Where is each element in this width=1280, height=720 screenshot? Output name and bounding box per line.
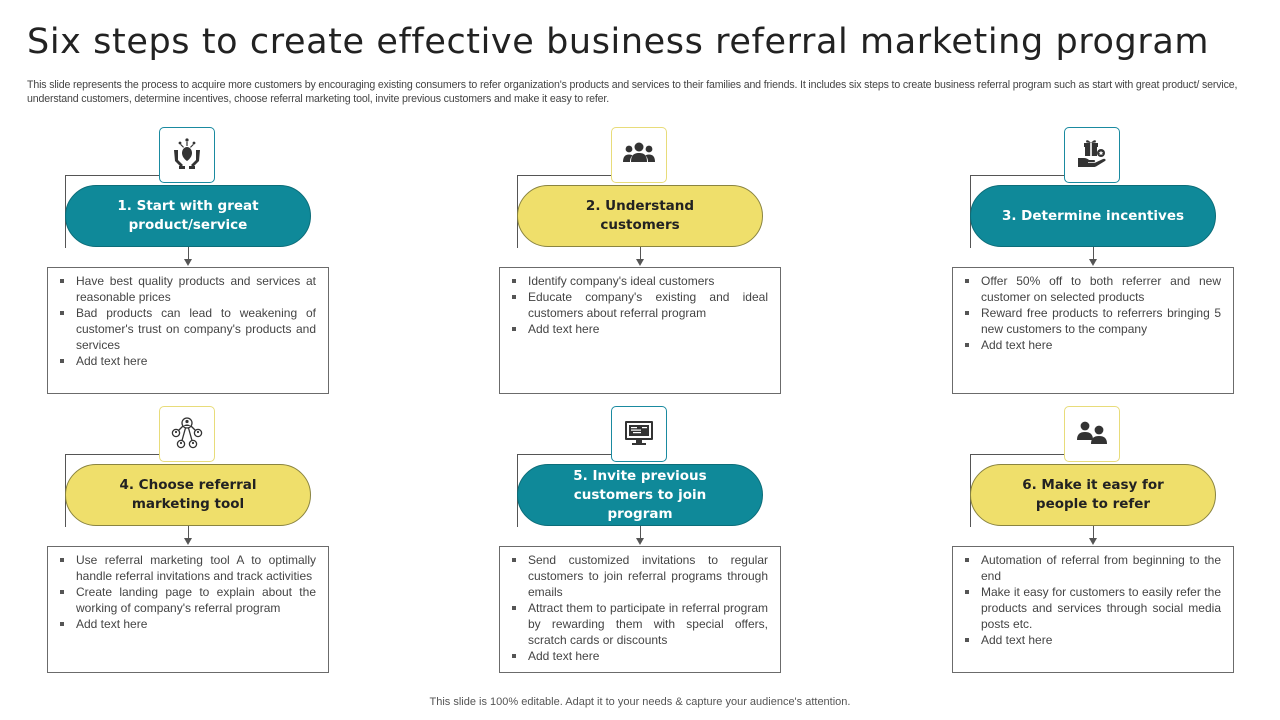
hands-with-quality-icon <box>170 136 204 175</box>
monitor-code-icon <box>622 415 656 454</box>
bullet-item: Send customized invitations to regular c… <box>510 552 768 600</box>
bullet-item: Add text here <box>58 616 316 632</box>
bullet-item: Identify company's ideal customers <box>510 273 768 289</box>
step-2-description: Identify company's ideal customers Educa… <box>499 267 781 394</box>
step-4-icon-box <box>159 406 215 462</box>
bullet-item: Attract them to participate in referral … <box>510 600 768 648</box>
arrow-line <box>1093 526 1094 540</box>
bullet-item: Reward free products to referrers bringi… <box>963 305 1221 337</box>
step-5: 5. Invite previous customers to join pro… <box>499 406 789 676</box>
bullet-item: Have best quality products and services … <box>58 273 316 305</box>
gift-in-hand-icon <box>1075 136 1109 175</box>
step-5-description: Send customized invitations to regular c… <box>499 546 781 673</box>
arrow-line <box>640 526 641 540</box>
page-subtitle: This slide represents the process to acq… <box>27 79 1238 105</box>
people-group-icon <box>622 136 656 175</box>
page-title: Six steps to create effective business r… <box>27 22 1210 62</box>
step-1-description: Have best quality products and services … <box>47 267 329 394</box>
step-2-pill: 2. Understand customers <box>517 185 763 247</box>
bullet-item: Bad products can lead to weakening of cu… <box>58 305 316 353</box>
arrow-head <box>1089 259 1097 266</box>
step-4-pill: 4. Choose referral marketing tool <box>65 464 311 526</box>
arrow-line <box>1093 247 1094 261</box>
step-5-icon-box <box>611 406 667 462</box>
step-1-pill: 1. Start with great product/service <box>65 185 311 247</box>
arrow-head <box>1089 538 1097 545</box>
bullet-item: Add text here <box>510 321 768 337</box>
step-4-description: Use referral marketing tool A to optimal… <box>47 546 329 673</box>
bullet-item: Add text here <box>963 632 1221 648</box>
step-2: 2. Understand customers Identify company… <box>499 127 789 397</box>
arrow-head <box>636 538 644 545</box>
footer-note: This slide is 100% editable. Adapt it to… <box>429 696 851 708</box>
bullet-item: Use referral marketing tool A to optimal… <box>58 552 316 584</box>
step-3-pill: 3. Determine incentives <box>970 185 1216 247</box>
bullet-item: Make it easy for customers to easily ref… <box>963 584 1221 632</box>
arrow-line <box>188 526 189 540</box>
arrow-head <box>636 259 644 266</box>
bullet-item: Offer 50% off to both referrer and new c… <box>963 273 1221 305</box>
bullet-item: Add text here <box>58 353 316 369</box>
arrow-head <box>184 259 192 266</box>
arrow-line <box>188 247 189 261</box>
two-people-icon <box>1075 415 1109 454</box>
bullet-item: Automation of referral from beginning to… <box>963 552 1221 584</box>
step-5-pill: 5. Invite previous customers to join pro… <box>517 464 763 526</box>
bullet-item: Add text here <box>963 337 1221 353</box>
referral-network-icon <box>170 415 204 454</box>
step-1: 1. Start with great product/service Have… <box>47 127 337 397</box>
step-3: 3. Determine incentives Offer 50% off to… <box>952 127 1242 397</box>
step-6: 6. Make it easy for people to refer Auto… <box>952 406 1242 676</box>
step-2-icon-box <box>611 127 667 183</box>
step-6-description: Automation of referral from beginning to… <box>952 546 1234 673</box>
step-3-description: Offer 50% off to both referrer and new c… <box>952 267 1234 394</box>
step-3-icon-box <box>1064 127 1120 183</box>
bullet-item: Add text here <box>510 648 768 664</box>
arrow-line <box>640 247 641 261</box>
step-4: 4. Choose referral marketing tool Use re… <box>47 406 337 676</box>
bullet-item: Educate company's existing and ideal cus… <box>510 289 768 321</box>
step-6-icon-box <box>1064 406 1120 462</box>
bullet-item: Create landing page to explain about the… <box>58 584 316 616</box>
arrow-head <box>184 538 192 545</box>
step-1-icon-box <box>159 127 215 183</box>
step-6-pill: 6. Make it easy for people to refer <box>970 464 1216 526</box>
